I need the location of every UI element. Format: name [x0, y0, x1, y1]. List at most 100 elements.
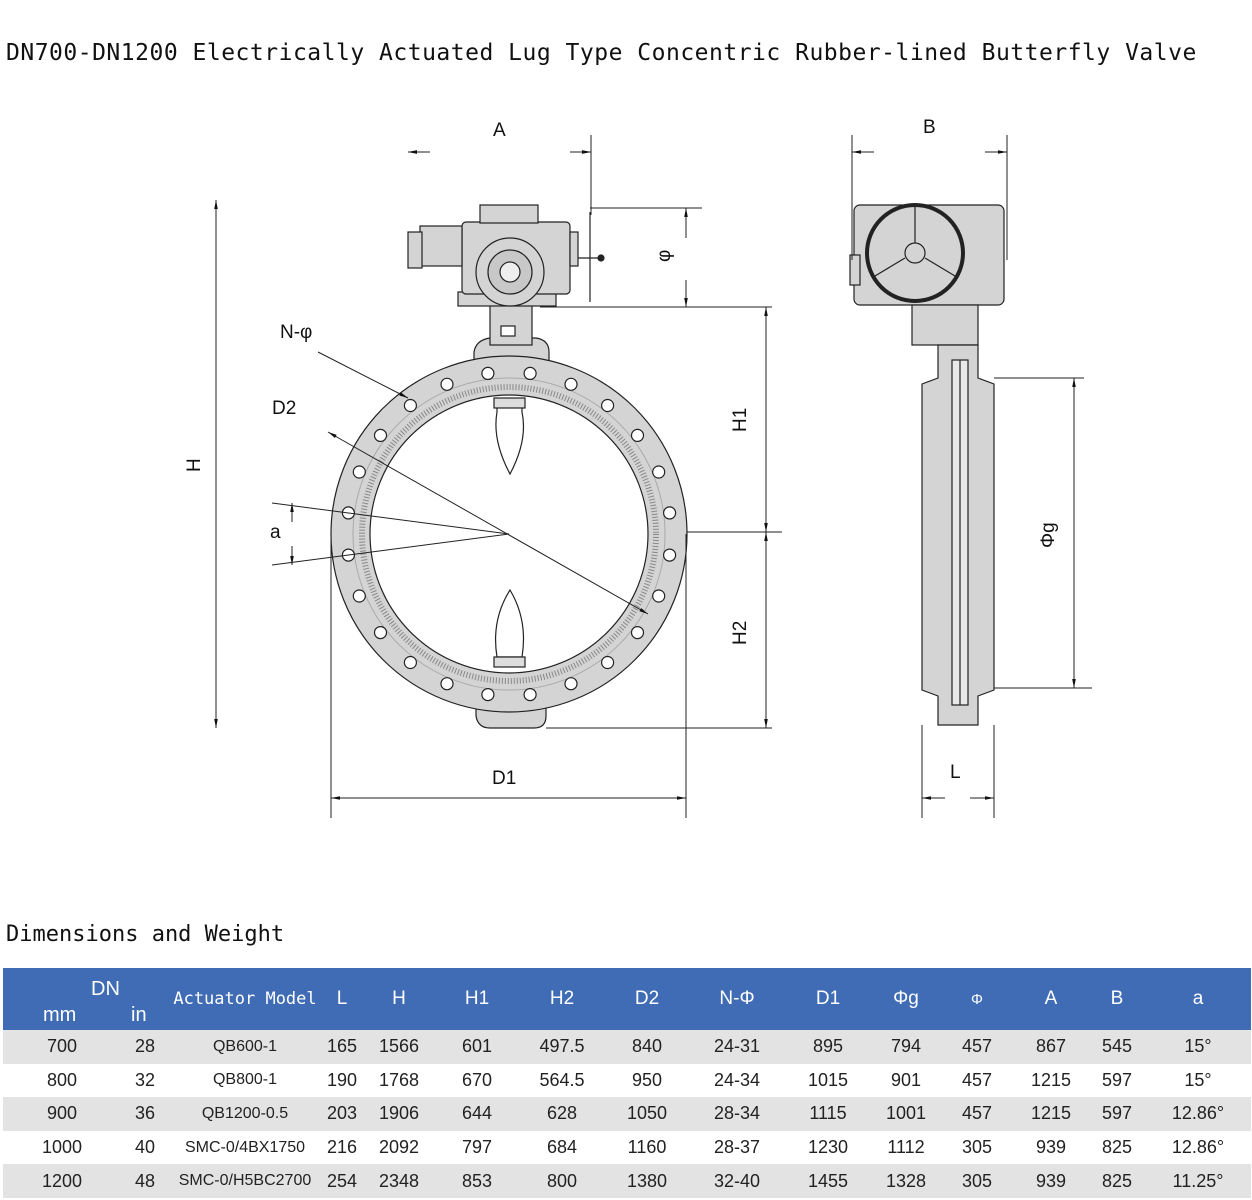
cell-D2: 950: [605, 1063, 689, 1098]
cell-L: 165: [321, 1030, 363, 1064]
cell-a: 15°: [1145, 1030, 1251, 1064]
bolt-hole: [652, 589, 666, 603]
cell-in: 40: [121, 1130, 169, 1165]
header-dn: DN: [91, 978, 120, 1000]
disc-top: [495, 404, 525, 476]
cell-mm: 1200: [3, 1164, 121, 1198]
cell-H: 1906: [363, 1097, 435, 1131]
cell-a: 11.25°: [1145, 1164, 1251, 1198]
cell-D2: 1050: [605, 1097, 689, 1131]
header-actuator: Actuator Model: [169, 968, 321, 1030]
cell-mm: 800: [3, 1063, 121, 1098]
side-view: [849, 203, 1005, 726]
bolt-hole: [662, 506, 677, 520]
cell-H: 2092: [363, 1130, 435, 1165]
label-L: L: [950, 762, 961, 783]
bolt-hole: [481, 687, 495, 702]
cell-H2: 564.5: [519, 1063, 605, 1098]
cell-actuator: QB800-1: [169, 1063, 321, 1098]
header-D2: D2: [605, 968, 689, 1030]
cell-mm: 1000: [3, 1130, 121, 1165]
valve-body-ring: [330, 355, 688, 713]
cell-a: 15°: [1145, 1063, 1251, 1098]
cell-N-phi: 24-34: [689, 1063, 785, 1098]
cell-phi-g: 1328: [871, 1164, 941, 1198]
bolt-hole: [481, 366, 495, 380]
cell-H1: 601: [435, 1030, 519, 1064]
cell-N-phi: 28-37: [689, 1130, 785, 1165]
cell-H1: 670: [435, 1063, 519, 1098]
cell-H2: 684: [519, 1130, 605, 1165]
label-A: A: [493, 120, 506, 141]
label-H: H: [184, 458, 205, 472]
bolt-hole: [564, 377, 578, 391]
disc-bottom: [494, 588, 525, 658]
cell-H2: 800: [519, 1164, 605, 1198]
bolt-hole: [652, 465, 666, 479]
cell-in: 48: [121, 1164, 169, 1198]
cell-A: 867: [1013, 1030, 1089, 1064]
header-L: L: [321, 968, 363, 1030]
label-H2: H2: [730, 621, 751, 645]
bolt-hole: [373, 428, 388, 442]
header-mm: mm: [43, 1004, 77, 1026]
cell-D1: 1015: [785, 1063, 871, 1098]
label-a: a: [270, 522, 281, 543]
label-B: B: [923, 117, 936, 138]
label-N-phi: N-φ: [280, 322, 312, 343]
cell-H2: 497.5: [519, 1030, 605, 1064]
cell-phi-g: 794: [871, 1030, 941, 1064]
label-phi-g: Φg: [1038, 522, 1059, 548]
cell-H: 1768: [363, 1063, 435, 1098]
header-phi-g: Φg: [871, 968, 941, 1030]
page-title: DN700-DN1200 Electrically Actuated Lug T…: [6, 40, 1197, 66]
cell-mm: 700: [3, 1030, 121, 1064]
cell-B: 545: [1089, 1030, 1145, 1064]
cell-D2: 1380: [605, 1164, 689, 1198]
cell-D2: 840: [605, 1030, 689, 1064]
cell-actuator: QB1200-0.5: [169, 1097, 321, 1131]
header-dn-mm: DN mm in: [3, 968, 169, 1030]
cell-N-phi: 24-31: [689, 1030, 785, 1064]
bolt-hole: [352, 465, 366, 479]
cell-D2: 1160: [605, 1130, 689, 1165]
cell-phi-g: 1001: [871, 1097, 941, 1131]
header-H2: H2: [519, 968, 605, 1030]
cell-A: 939: [1013, 1130, 1089, 1165]
bolt-hole: [440, 377, 454, 391]
cell-A: 939: [1013, 1164, 1089, 1198]
cell-phi: 457: [941, 1097, 1013, 1131]
bolt-hole: [630, 428, 645, 442]
cell-phi-g: 1112: [871, 1130, 941, 1165]
cell-B: 597: [1089, 1097, 1145, 1131]
side-actuator: [853, 204, 1005, 306]
cell-phi-g: 901: [871, 1063, 941, 1098]
rubber-liner: [359, 384, 659, 684]
cell-H1: 797: [435, 1130, 519, 1165]
cell-L: 203: [321, 1097, 363, 1131]
bolt-hole: [630, 625, 645, 640]
cell-B: 825: [1089, 1164, 1145, 1198]
cell-B: 597: [1089, 1063, 1145, 1098]
header-phi: Φ: [941, 968, 1013, 1030]
header-D1: D1: [785, 968, 871, 1030]
bolt-hole: [403, 655, 417, 670]
cell-D1: 895: [785, 1030, 871, 1064]
cell-D1: 1115: [785, 1097, 871, 1131]
bolt-hole: [440, 677, 454, 691]
label-phi: φ: [654, 250, 675, 262]
cell-in: 28: [121, 1030, 169, 1064]
cell-D1: 1230: [785, 1130, 871, 1165]
header-B: B: [1089, 968, 1145, 1030]
handwheel: [865, 203, 965, 303]
cell-in: 36: [121, 1097, 169, 1131]
cell-actuator: QB600-1: [169, 1030, 321, 1064]
header-N-phi: N-Φ: [689, 968, 785, 1030]
header-H1: H1: [435, 968, 519, 1030]
cell-actuator: SMC-0/H5BC2700: [169, 1164, 321, 1198]
valve-technical-drawing: A φ N-φ D2 H a H1 H2 D1 B Φg L: [184, 117, 1092, 818]
cell-H: 2348: [363, 1164, 435, 1198]
